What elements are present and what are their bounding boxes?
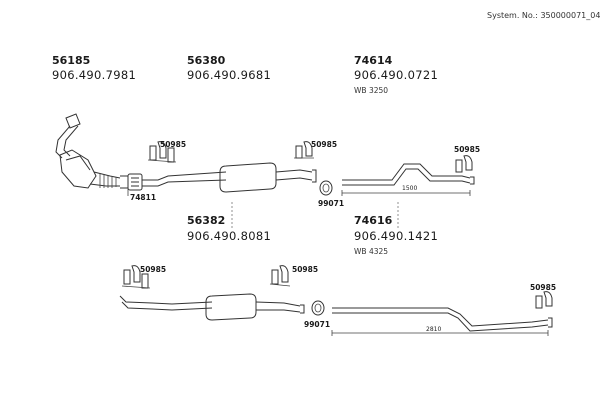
- clamp-50985-bottom-left: [121, 265, 151, 289]
- callout-50985-top-right: 50985: [454, 145, 481, 154]
- part-number-74614: 74614: [354, 54, 393, 67]
- part-number-56382: 56382: [187, 214, 226, 227]
- clamp-50985-bottom-middle: [269, 265, 291, 287]
- part-number-74616: 74616: [354, 214, 393, 227]
- callout-50985-bottom-middle: 50985: [292, 265, 319, 274]
- callout-50985-bottom-right: 50985: [530, 283, 557, 292]
- callout-50985-top-middle: 50985: [311, 140, 338, 149]
- dimension-2810: 2810: [426, 326, 442, 333]
- ring-99071-bottom: [311, 300, 325, 316]
- middle-silencer-56380-drawing: [142, 162, 317, 193]
- clamp-74811-drawing: [127, 173, 143, 196]
- clamp-50985-top-left: [147, 141, 177, 163]
- callout-50985-top-left: 50985: [160, 140, 187, 149]
- oem-number-56380: 906.490.9681: [187, 68, 272, 82]
- dimension-1500: 1500: [402, 185, 418, 192]
- callout-50985-bottom-left: 50985: [140, 265, 167, 274]
- rear-pipe-74614-drawing: [341, 163, 475, 196]
- rear-pipe-74616-drawing: [331, 307, 553, 336]
- oem-number-74614: 906.490.0721: [354, 68, 439, 82]
- oem-number-74616: 906.490.1421: [354, 229, 439, 243]
- system-number: System. No.: 350000071_04: [487, 11, 600, 20]
- oem-number-56382: 906.490.8081: [187, 229, 272, 243]
- ring-99071-top: [319, 180, 333, 196]
- middle-silencer-56382-drawing: [119, 293, 305, 321]
- wheelbase-74616: WB 4325: [354, 247, 389, 256]
- oem-number-56185: 906.490.7981: [52, 68, 137, 82]
- callout-74811: 74811: [130, 193, 157, 202]
- clamp-50985-bottom-right: [535, 291, 553, 309]
- clamp-50985-top-right: [455, 155, 473, 173]
- part-number-56380: 56380: [187, 54, 226, 67]
- callout-99071-top: 99071: [318, 199, 345, 208]
- part-number-56185: 56185: [52, 54, 91, 67]
- callout-99071-bottom: 99071: [304, 320, 331, 329]
- wheelbase-74614: WB 3250: [354, 86, 389, 95]
- catalytic-converter-drawing: [55, 113, 129, 189]
- clamp-50985-top-middle: [294, 141, 314, 159]
